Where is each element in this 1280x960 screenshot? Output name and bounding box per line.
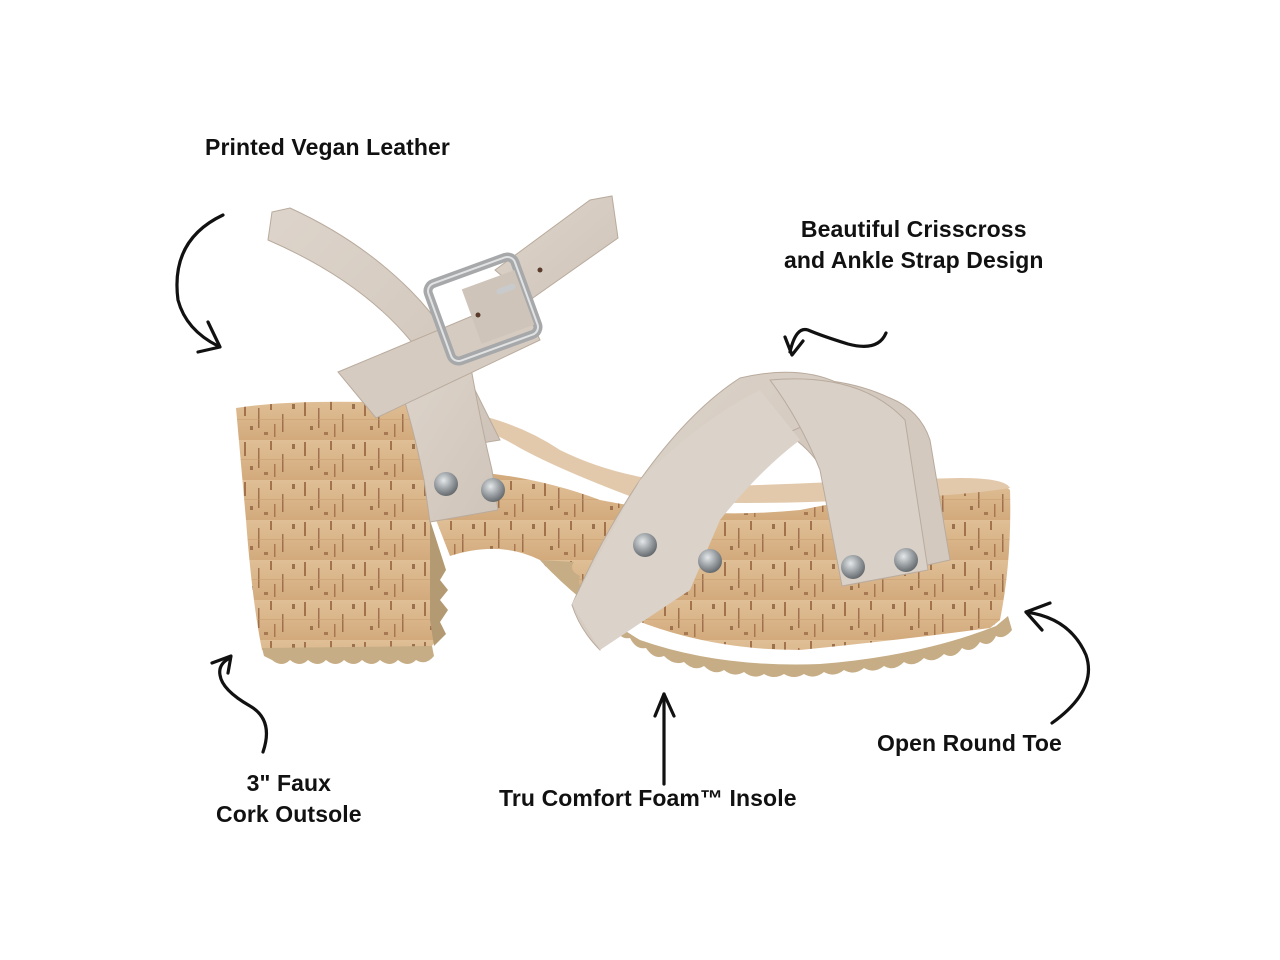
s-curve-arrow-up-icon-head bbox=[210, 654, 233, 675]
curved-arrow-up-left-icon bbox=[1024, 610, 1091, 725]
callout-text: Open Round Toe bbox=[877, 730, 1062, 756]
callout-text: Tru Comfort Foam™ Insole bbox=[499, 785, 797, 811]
curved-arrow-down-right-icon bbox=[175, 213, 225, 348]
callout-crisscross-design: Beautiful Crisscross and Ankle Strap Des… bbox=[784, 214, 1044, 276]
wavy-arrow-left-icon-head bbox=[783, 335, 805, 357]
wavy-arrow-left-icon bbox=[788, 327, 888, 354]
cork-heel bbox=[236, 401, 448, 664]
callout-comfort-foam-insole: Tru Comfort Foam™ Insole bbox=[499, 783, 797, 814]
callout-text: and Ankle Strap Design bbox=[784, 247, 1044, 273]
callout-text: Cork Outsole bbox=[216, 801, 362, 827]
callout-cork-outsole: 3" Faux Cork Outsole bbox=[216, 768, 362, 830]
s-curve-arrow-up-icon bbox=[218, 656, 268, 754]
curved-arrow-up-left-icon-head bbox=[1024, 601, 1052, 632]
callout-open-round-toe: Open Round Toe bbox=[877, 728, 1062, 759]
curved-arrow-down-right-icon-head bbox=[196, 320, 222, 354]
crisscross-straps bbox=[571, 371, 951, 651]
callout-text: Printed Vegan Leather bbox=[205, 134, 450, 160]
straight-arrow-up-icon-head bbox=[653, 692, 676, 718]
callout-text: 3" Faux bbox=[246, 770, 332, 796]
callout-printed-vegan-leather: Printed Vegan Leather bbox=[205, 132, 450, 163]
buckle bbox=[423, 252, 543, 366]
heel-strap-studs bbox=[434, 472, 505, 502]
callout-text: Beautiful Crisscross bbox=[800, 216, 1027, 242]
